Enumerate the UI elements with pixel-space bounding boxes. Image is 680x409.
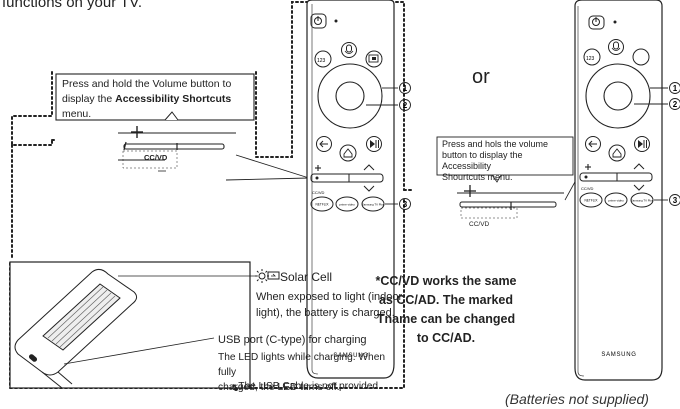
callout-left-line1: Press and hold the Volume button to xyxy=(62,78,232,90)
usb-cable-note: • The USB Cable is not provided. xyxy=(232,381,381,392)
prime-label-right: prime video xyxy=(608,199,624,203)
cc-note-line3: Tname can be changed xyxy=(376,312,516,326)
cc-note-line4: to CC/AD. xyxy=(416,331,476,345)
remote-cc-right: CC/VD xyxy=(581,186,594,191)
remote-back-illustration xyxy=(14,268,138,389)
channel-up-icon xyxy=(363,164,375,171)
tvplus-label-left: Samsung TV Plus xyxy=(362,203,385,207)
netflix-label-left: NETFLIX xyxy=(315,203,329,207)
marker-3-left: 3 xyxy=(403,200,408,209)
marker-2-right: 2 xyxy=(673,100,678,109)
marker-3-right: 3 xyxy=(673,196,678,205)
usb-port-description: The LED lights while charging. When full… xyxy=(218,350,398,395)
volume-button-zoom-right xyxy=(456,185,564,219)
callout-left-line2: display the Accessibility Shortcuts menu… xyxy=(62,93,232,120)
remote-control-right xyxy=(574,0,663,381)
solar-desc-line1: When exposed to light (indoor xyxy=(256,291,403,303)
callout-right-line2: button to display the Accessibility xyxy=(442,150,523,171)
prime-label-left: prime video xyxy=(339,203,355,207)
tvplus-label-right: Samsung TV Plus xyxy=(631,199,654,203)
home-icon xyxy=(343,148,353,158)
intro-text: functions on your TV. xyxy=(2,0,143,11)
callout-right-text: Press and hols the volume button to disp… xyxy=(442,139,572,183)
solar-cell-description: When exposed to light (indoor light), th… xyxy=(256,289,436,321)
cc-note: *CC/VD works the same as CC/AD. The mark… xyxy=(372,272,520,348)
select-button xyxy=(335,81,365,111)
usb-desc-line2: charged, the LED turns off. xyxy=(218,382,340,393)
callout-right-line1: Press and hols the volume xyxy=(442,139,549,149)
key-123-left: 123 xyxy=(317,58,326,64)
usb-port-title: USB port (C-type) for charging xyxy=(218,334,367,346)
cc-note-line1: *CC/VD works the same xyxy=(375,274,517,288)
battery-icon xyxy=(267,271,280,280)
or-label: or xyxy=(472,66,490,88)
remote-control-left xyxy=(306,0,395,379)
accessibility-shortcuts-emphasis: Accessibility Shortcuts xyxy=(115,93,232,105)
cc-vd-label-right: CC/VD xyxy=(469,221,490,228)
samsung-tv-plus-button xyxy=(361,196,385,212)
solar-cell-title: Solar Cell xyxy=(280,270,333,284)
netflix-label-right: NETFLIX xyxy=(584,199,598,203)
callout-right-line3: Shourtcuts menu. xyxy=(442,172,513,182)
prime-video-button xyxy=(335,196,359,212)
mic-icon xyxy=(346,44,352,53)
netflix-button xyxy=(310,196,334,212)
volume-button-zoom-left xyxy=(118,126,236,169)
callout-right-box xyxy=(436,136,574,176)
solar-desc-line2: light), the battery is charged. xyxy=(256,307,395,319)
batteries-note: (Batteries not supplied) xyxy=(505,391,649,407)
usb-desc-line1: The LED lights while charging. When full… xyxy=(218,352,386,378)
remote-cc-left: CC/VD xyxy=(312,190,325,195)
cc-note-line2: as CC/AD. The marked xyxy=(378,293,514,307)
remote-brand-left: SAMSUNG xyxy=(333,353,368,359)
back-icon xyxy=(319,140,328,148)
callout-left-text: Press and hold the Volume button to disp… xyxy=(62,77,248,122)
callout-left-box xyxy=(55,73,255,121)
bullet-icon: • xyxy=(232,381,239,392)
play-pause-icon xyxy=(370,140,375,148)
direction-pad xyxy=(317,63,383,129)
channel-down-icon xyxy=(363,185,375,192)
remote-brand-right: SAMSUNG xyxy=(601,352,636,358)
marker-1-right: 1 xyxy=(673,84,678,93)
cc-vd-label-left: CC/VD xyxy=(144,153,168,162)
markers-left xyxy=(366,82,411,210)
marker-1-left: 1 xyxy=(403,84,408,93)
marker-2-left: 2 xyxy=(403,101,408,110)
power-button xyxy=(310,13,327,29)
markers-right xyxy=(634,82,680,206)
usb-note-text: The USB Cable is not provided. xyxy=(238,381,381,392)
ambient-icon xyxy=(368,54,379,63)
key-123-right: 123 xyxy=(586,56,595,62)
